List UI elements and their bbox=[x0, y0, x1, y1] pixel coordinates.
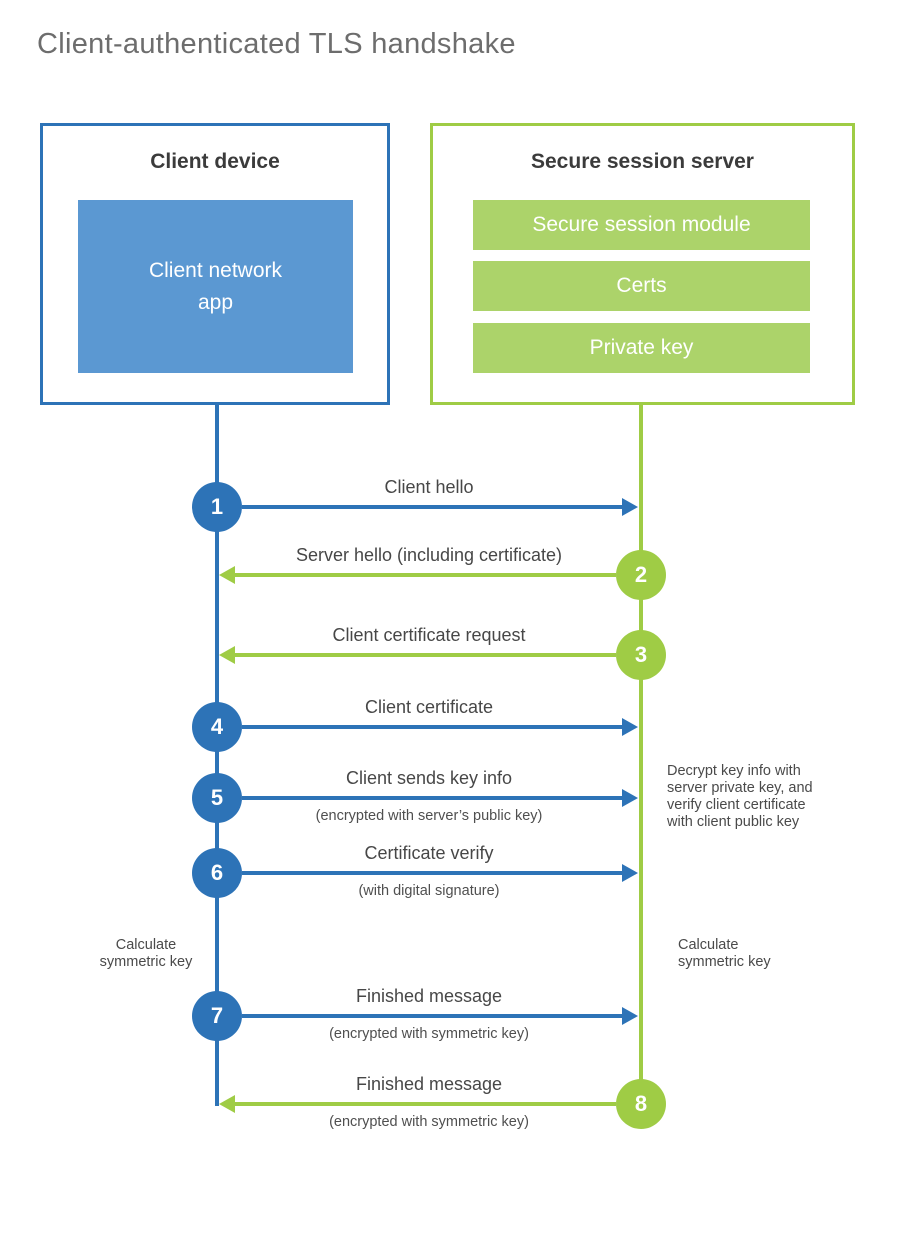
message-sublabel-8: (encrypted with symmetric key) bbox=[329, 1114, 529, 1130]
message-arrow-5 bbox=[242, 789, 638, 807]
client-device-title: Client device bbox=[150, 150, 280, 173]
message-arrow-2 bbox=[219, 566, 616, 584]
step-circle-4: 4 bbox=[192, 702, 242, 752]
step-circle-5: 5 bbox=[192, 773, 242, 823]
step-circle-2: 2 bbox=[616, 550, 666, 600]
message-label-1: Client hello bbox=[384, 477, 474, 497]
calculate-symmetric-key-right: Calculate symmetric key bbox=[678, 937, 771, 971]
message-arrow-4 bbox=[242, 718, 638, 736]
message-arrow-7 bbox=[242, 1007, 638, 1025]
message-label-3: Client certificate request bbox=[332, 625, 526, 645]
message-label-5: Client sends key info bbox=[345, 768, 513, 788]
message-arrow-6 bbox=[242, 864, 638, 882]
message-sublabel-7: (encrypted with symmetric key) bbox=[329, 1026, 529, 1042]
step-circle-1: 1 bbox=[192, 482, 242, 532]
server-lifeline bbox=[639, 405, 643, 1105]
server-module-bar: Secure session module bbox=[473, 200, 810, 250]
message-arrow-1 bbox=[242, 498, 638, 516]
step-circle-7: 7 bbox=[192, 991, 242, 1041]
diagram-title: Client-authenticated TLS handshake bbox=[37, 28, 516, 60]
client-network-app-box: Client network app bbox=[78, 200, 353, 373]
message-label-8: Finished message bbox=[355, 1074, 503, 1094]
secure-session-server-title: Secure session server bbox=[531, 150, 754, 173]
message-label-2: Server hello (including certificate) bbox=[295, 545, 563, 565]
step-circle-8: 8 bbox=[616, 1079, 666, 1129]
step-circle-6: 6 bbox=[192, 848, 242, 898]
client-lifeline bbox=[215, 405, 219, 1106]
step-circle-3: 3 bbox=[616, 630, 666, 680]
secure-session-server-box: Secure session server Secure session mod… bbox=[430, 123, 855, 405]
message-sublabel-5: (encrypted with server’s public key) bbox=[315, 808, 543, 824]
message-label-7: Finished message bbox=[355, 986, 503, 1006]
message-sublabel-6: (with digital signature) bbox=[358, 883, 500, 899]
server-private-key-bar: Private key bbox=[473, 323, 810, 373]
message-label-6: Certificate verify bbox=[364, 843, 494, 863]
calculate-symmetric-key-left: Calculate symmetric key bbox=[99, 937, 193, 971]
server-certs-bar: Certs bbox=[473, 261, 810, 311]
message-arrow-8 bbox=[219, 1095, 616, 1113]
message-arrow-3 bbox=[219, 646, 616, 664]
decrypt-key-info-note: Decrypt key info with server private key… bbox=[667, 763, 813, 831]
client-device-box: Client device Client network app bbox=[40, 123, 390, 405]
message-label-4: Client certificate bbox=[364, 697, 494, 717]
